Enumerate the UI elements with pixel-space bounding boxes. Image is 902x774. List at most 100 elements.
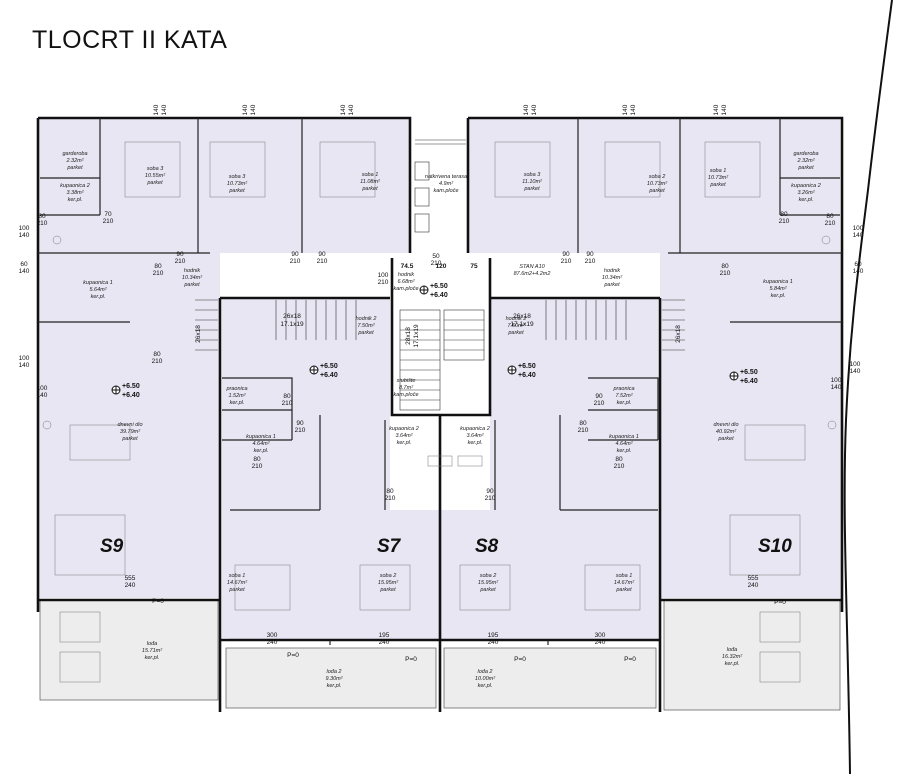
room-name: STAN A10 bbox=[519, 264, 545, 270]
door-height: 210 bbox=[103, 218, 114, 225]
stair-width: 74.5 bbox=[401, 263, 414, 270]
door-width: 80 bbox=[253, 456, 261, 463]
room-area: 39.79m² bbox=[120, 429, 140, 435]
stair-size: 26x18 bbox=[513, 313, 531, 320]
window-width: 100 bbox=[19, 355, 30, 362]
level-top: +6.50 bbox=[740, 369, 758, 376]
room-name: lođa 2 bbox=[478, 669, 493, 675]
room-name: kupaonica 2 bbox=[460, 426, 490, 432]
unit-label-s10: S10 bbox=[758, 536, 792, 557]
stairs bbox=[195, 299, 685, 411]
walls bbox=[36, 116, 844, 712]
room-name: kupaonica 1 bbox=[83, 280, 113, 286]
room-area: 2.32m² bbox=[65, 158, 83, 164]
door-width: 80 bbox=[780, 211, 788, 218]
door-height: 210 bbox=[175, 258, 186, 265]
room-area: 9.30m² bbox=[325, 676, 342, 682]
room-area: 3.26m² bbox=[797, 190, 814, 196]
door-width: 50 bbox=[432, 253, 440, 260]
level-top: +6.50 bbox=[430, 283, 448, 290]
room-floor: parket bbox=[228, 587, 245, 593]
level-bottom: +6.40 bbox=[518, 372, 536, 379]
threshold-mark: P=0 bbox=[405, 656, 417, 663]
window-height: 140 bbox=[37, 392, 48, 399]
room-name: natkrivena terasa bbox=[425, 174, 467, 180]
room-area: 4.9m² bbox=[439, 181, 453, 187]
room-area: 1.52m² bbox=[228, 393, 245, 399]
level-top: +6.50 bbox=[320, 363, 338, 370]
room-floor: ker.pl. bbox=[91, 294, 106, 300]
room-area: 11.10m² bbox=[522, 179, 542, 185]
room-area: 3.64m² bbox=[395, 433, 412, 439]
room-floor: ker.pl. bbox=[725, 661, 740, 667]
window-width: 100 bbox=[37, 385, 48, 392]
room-area: 87.6m2+4.2m2 bbox=[514, 271, 551, 277]
room-name: praonica bbox=[225, 386, 247, 392]
room-area: 15.95m² bbox=[378, 580, 398, 586]
room-name: kupaonica 1 bbox=[609, 434, 639, 440]
room-area: 15.95m² bbox=[478, 580, 498, 586]
level-markers: +6.50+6.40+6.50+6.40+6.50+6.40+6.50+6.40… bbox=[111, 283, 758, 399]
room-floor: ker.pl. bbox=[799, 197, 814, 203]
stair-size: 17.1x19 bbox=[280, 321, 304, 328]
stair-size: 26x18 bbox=[195, 325, 202, 343]
room-floor: parket bbox=[146, 180, 163, 186]
room-floor: parket bbox=[615, 587, 632, 593]
room-area: 2.32m² bbox=[796, 158, 814, 164]
room-floor: parket bbox=[479, 587, 496, 593]
level-marker-cross bbox=[310, 366, 318, 374]
room-floor: parket bbox=[507, 330, 524, 336]
room-area: 14.67m² bbox=[614, 580, 634, 586]
door-height: 210 bbox=[290, 258, 301, 265]
door-width: 90 bbox=[486, 488, 494, 495]
door-width: 80 bbox=[153, 351, 161, 358]
dimension-mark: 140 bbox=[348, 104, 355, 115]
room-name: praonica bbox=[612, 386, 634, 392]
room-name: kupaonica 1 bbox=[246, 434, 276, 440]
room-floor: ker.pl. bbox=[254, 448, 269, 454]
stair-size: 17.1x19 bbox=[510, 321, 534, 328]
room-floor: parket bbox=[603, 282, 620, 288]
room-area: 8.7m² bbox=[399, 385, 413, 391]
door-width: 80 bbox=[38, 213, 46, 220]
door-height: 240 bbox=[748, 582, 759, 589]
door-width: 80 bbox=[154, 263, 162, 270]
room-floor: ker.pl. bbox=[68, 197, 83, 203]
room-name: kupaonica 2 bbox=[389, 426, 419, 432]
unit-label-s8: S8 bbox=[475, 536, 499, 557]
room-name: lođa 2 bbox=[327, 669, 342, 675]
room-name: garderoba bbox=[793, 151, 818, 157]
door-height: 210 bbox=[385, 495, 396, 502]
door-width: 80 bbox=[579, 420, 587, 427]
room-floor: ker.pl. bbox=[230, 400, 245, 406]
level-top: +6.50 bbox=[518, 363, 536, 370]
threshold-mark: P=0 bbox=[287, 652, 299, 659]
room-area: 3.64m² bbox=[466, 433, 483, 439]
room-name: lođa bbox=[727, 647, 737, 653]
door-width: 195 bbox=[379, 632, 390, 639]
room-floor: parket bbox=[379, 587, 396, 593]
window-width: 100 bbox=[19, 225, 30, 232]
door-height: 210 bbox=[295, 427, 306, 434]
door-height: 210 bbox=[152, 358, 163, 365]
dimension-mark: 140 bbox=[531, 104, 538, 115]
room-area: 10.73m² bbox=[708, 175, 728, 181]
door-height: 210 bbox=[585, 258, 596, 265]
door-width: 80 bbox=[826, 213, 834, 220]
room-floor: parket bbox=[183, 282, 200, 288]
threshold-mark: P=0 bbox=[774, 599, 786, 606]
room-area: 7.50m² bbox=[507, 323, 524, 329]
window-height: 140 bbox=[850, 368, 861, 375]
door-width: 90 bbox=[176, 251, 184, 258]
room-area: 10.34m² bbox=[182, 275, 202, 281]
dimension-mark: 140 bbox=[161, 104, 168, 115]
room-name: hodnik bbox=[604, 268, 620, 274]
window-height: 140 bbox=[19, 232, 30, 239]
room-area: 3.38m² bbox=[66, 190, 83, 196]
dimension-mark: 140 bbox=[713, 104, 720, 115]
room-name: soba 2 bbox=[380, 573, 397, 579]
room-floor: ker.pl. bbox=[617, 448, 632, 454]
room-floor: ker.pl. bbox=[397, 440, 412, 446]
room-floor: parket bbox=[648, 188, 665, 194]
